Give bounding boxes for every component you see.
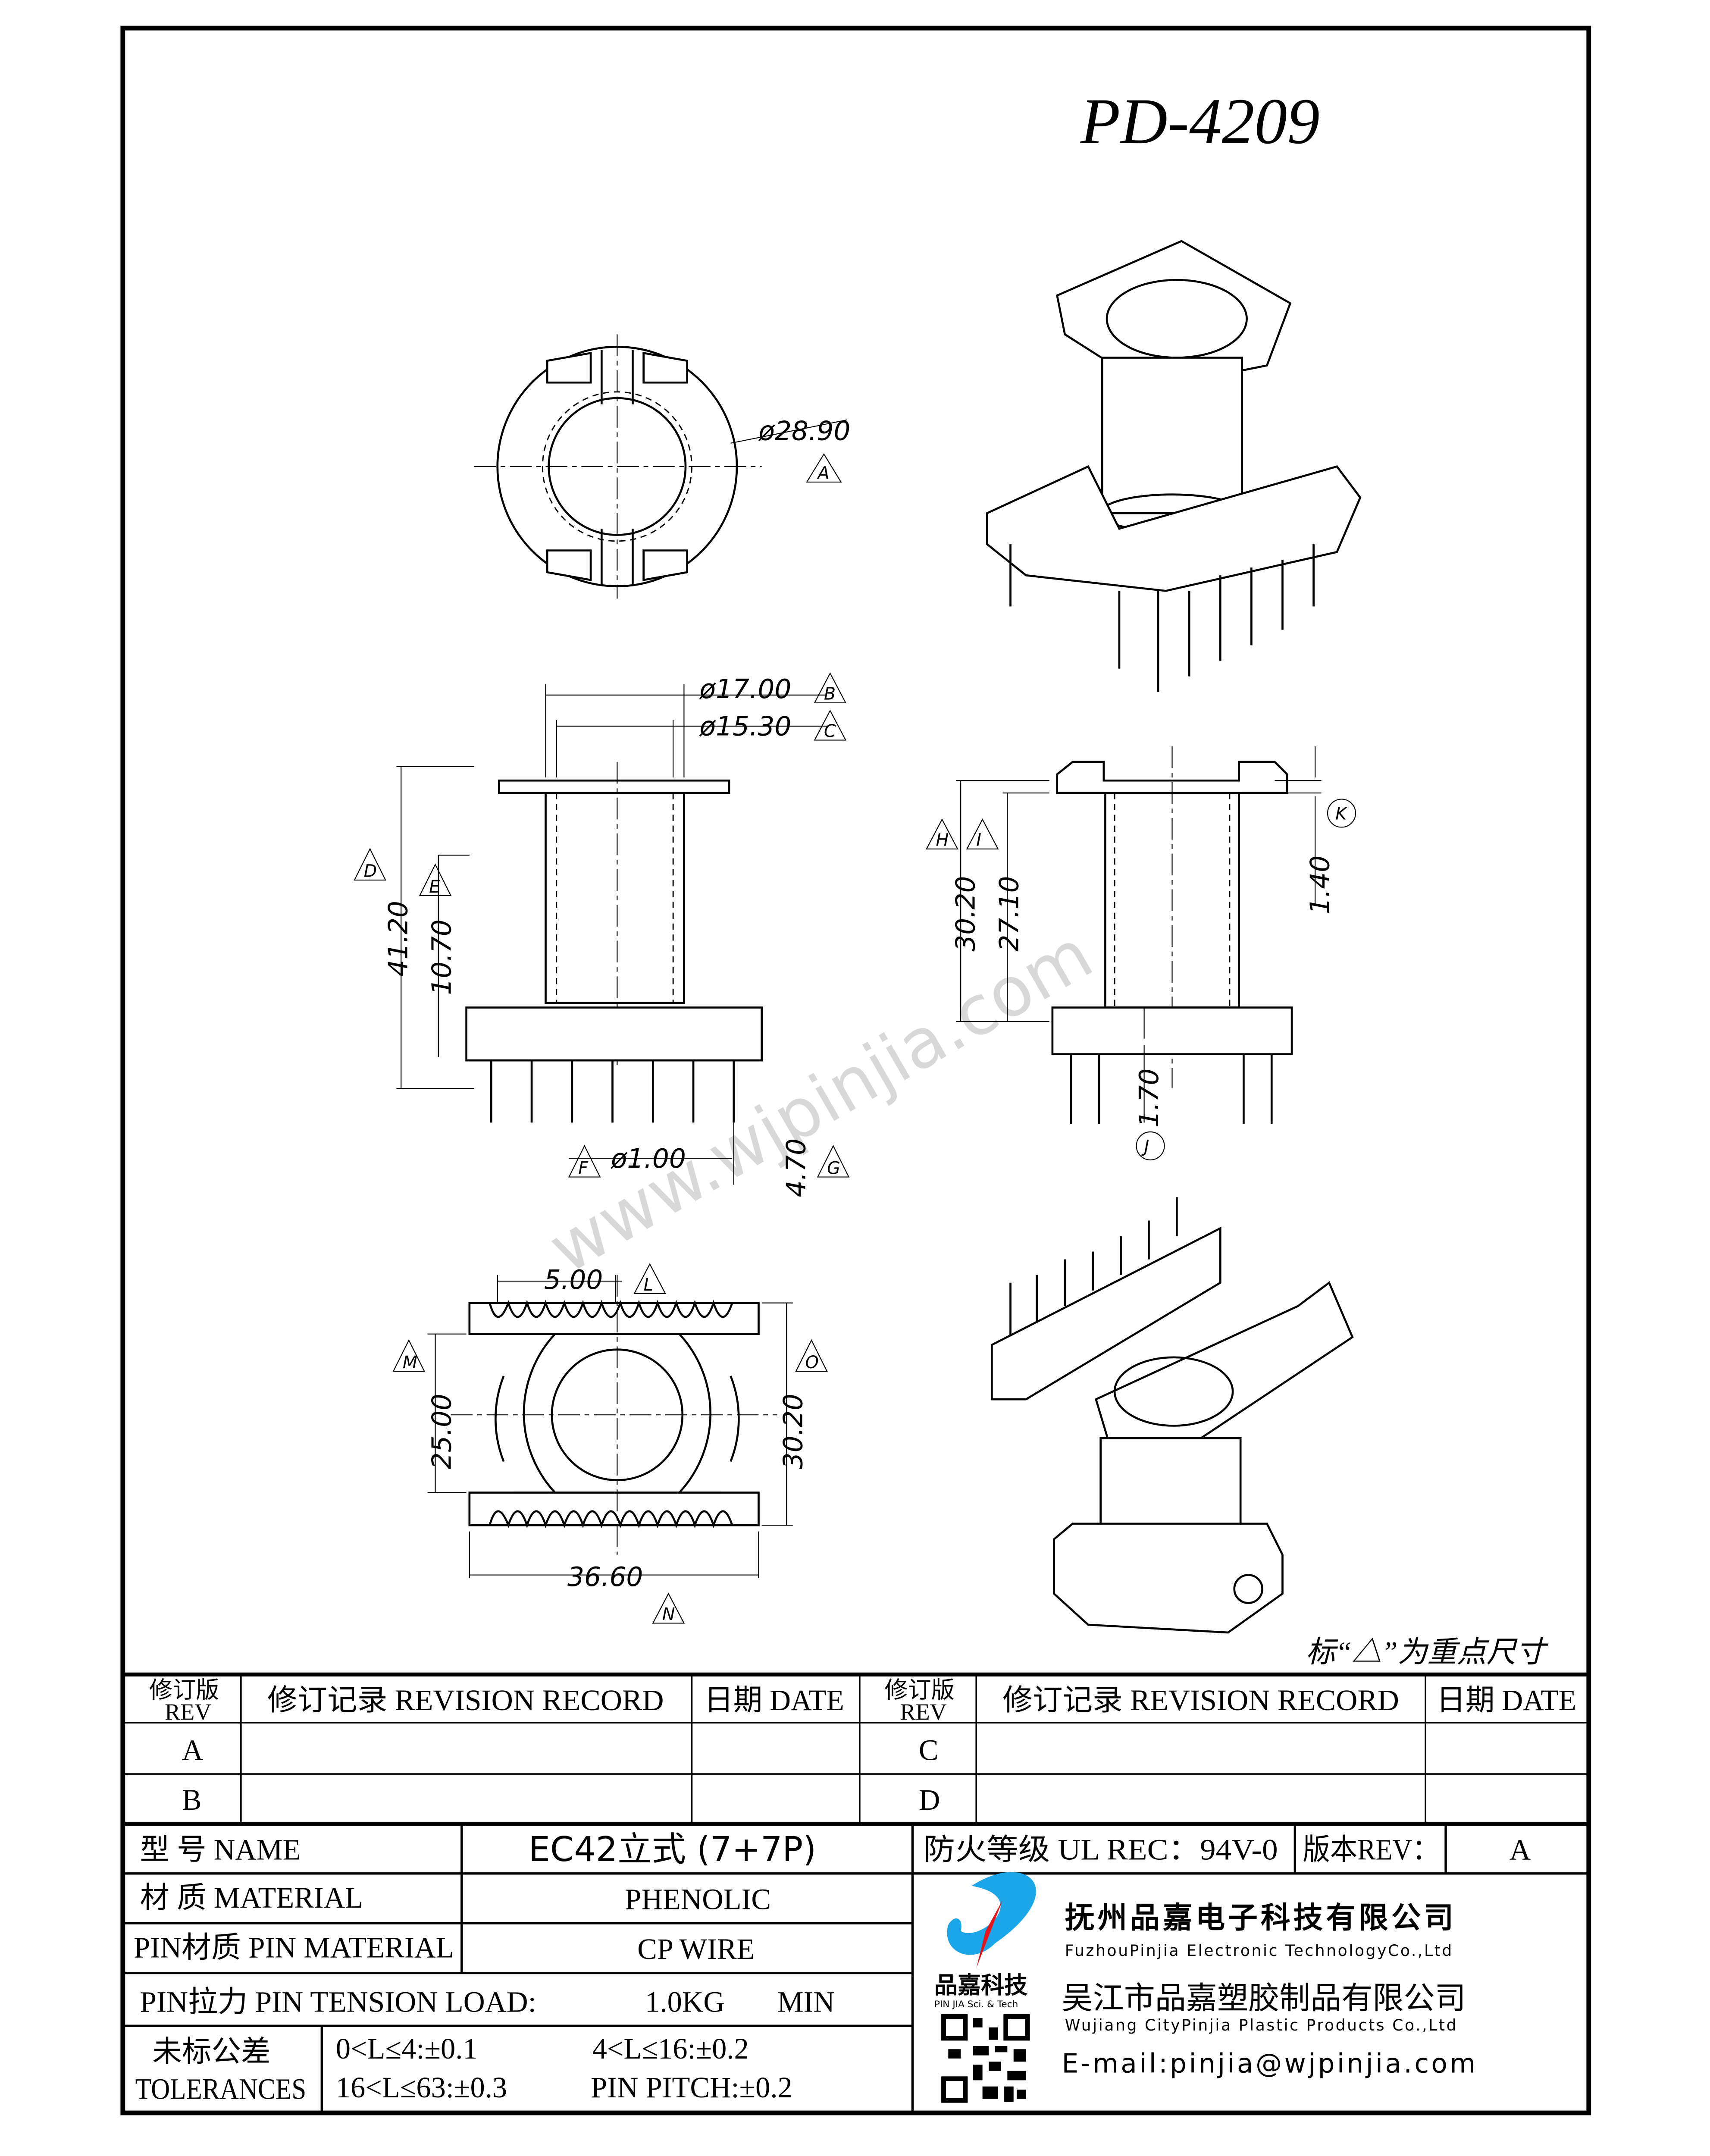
top-view: ø28.90 A	[474, 334, 850, 599]
company-info: 品嘉科技 PIN JIA Sci. & Tech 抚州品嘉电子科技有限公司 Fu…	[934, 1872, 1478, 2103]
lower-area: 标“△”为重点尺寸 修订版 REV 修订记录 REVISION RECORD 日…	[122, 1636, 1589, 2113]
material-value: PHENOLIC	[625, 1883, 771, 1916]
logo-text: 品嘉科技	[934, 1971, 1027, 1999]
rev-row-b: B	[182, 1783, 202, 1816]
rev-header-en-left: REV	[165, 1699, 211, 1725]
tolerance-2: 4<L≤16:±0.2	[592, 2032, 749, 2065]
dim-J-tag: J	[1141, 1137, 1149, 1156]
tolerance-4: PIN PITCH:±0.2	[591, 2071, 792, 2104]
dim-D-tag: D	[364, 862, 377, 881]
part-number-title: PD-4209	[1080, 85, 1320, 157]
dim-B-tag: B	[824, 684, 836, 704]
pin-material-value: CP WIRE	[637, 1933, 755, 1965]
tolerance-1: 0<L≤4:±0.1	[336, 2032, 478, 2065]
record-header-right: 修订记录 REVISION RECORD	[1003, 1684, 1399, 1717]
version-value: A	[1510, 1833, 1531, 1866]
dim-K-tag: K	[1335, 804, 1348, 824]
tolerance-label-en: TOLERANCES	[135, 2073, 307, 2106]
pin-tension-label: PIN拉力 PIN TENSION LOAD:	[140, 1986, 536, 2018]
drawing-frame	[120, 25, 1591, 2115]
pin-material-label: PIN材质 PIN MATERIAL	[134, 1931, 454, 1964]
company-name-1-cn: 抚州品嘉电子科技有限公司	[1065, 1901, 1457, 1935]
company-logo: 品嘉科技 PIN JIA Sci. & Tech	[934, 1872, 1036, 2010]
dim-E-value: 10.70	[427, 919, 457, 995]
tolerance-3: 16<L≤63:±0.3	[336, 2071, 507, 2104]
key-dimension-note: 标“△”为重点尺寸	[1306, 1636, 1549, 1668]
version-label: 版本REV：	[1303, 1833, 1439, 1866]
front-view: ø17.00 B ø15.30 C 41.20 D 10.70 E F ø1.0…	[354, 672, 850, 1197]
drawing-area: PD-4209 www.wjpinjia.com ø28.90 A ø17.00…	[354, 85, 1362, 1634]
dim-N-value: 36.60	[567, 1562, 643, 1592]
rev-row-d: D	[919, 1783, 940, 1816]
dim-C-value: ø15.30	[699, 711, 791, 742]
isometric-view-top	[986, 240, 1362, 692]
isometric-view-bottom	[990, 1197, 1354, 1634]
company-email[interactable]: E-mail:pinjia@wjpinjia.com	[1062, 2048, 1478, 2079]
side-view: 30.20 H 27.10 I 1.70 J 1.40 K	[926, 746, 1356, 1160]
rev-header-right: 修订版	[885, 1677, 955, 1703]
watermark: www.wjpinjia.com	[536, 915, 1106, 1289]
company-name-2-cn: 吴江市品嘉塑胶制品有限公司	[1062, 1980, 1466, 2016]
dim-F-tag: F	[578, 1158, 589, 1178]
dim-H-value: 30.20	[951, 876, 981, 951]
dim-K-value: 1.40	[1305, 856, 1336, 914]
dim-L-value: 5.00	[544, 1265, 603, 1295]
dim-G-tag: G	[827, 1158, 840, 1178]
dim-N-tag: N	[662, 1604, 675, 1624]
dim-D-value: 41.20	[383, 901, 414, 976]
rev-row-a: A	[182, 1734, 203, 1767]
material-label: 材 质 MATERIAL	[140, 1881, 363, 1914]
rev-row-c: C	[919, 1734, 939, 1767]
date-header-left: 日期 DATE	[704, 1684, 844, 1717]
tolerance-label: 未标公差	[152, 2035, 270, 2068]
name-label: 型 号 NAME	[140, 1833, 301, 1866]
rev-header-left: 修订版	[149, 1677, 219, 1703]
name-value: EC42立式 (7+7P)	[529, 1829, 816, 1869]
fire-rating: 防火等级 UL REC：94V-0	[924, 1833, 1278, 1866]
dim-M-value: 25.00	[427, 1394, 457, 1469]
dim-G-value: 4.70	[781, 1138, 812, 1197]
title-block-grid	[122, 1672, 1589, 2113]
company-name-2-en: Wujiang CityPinjia Plastic Products Co.,…	[1065, 2016, 1458, 2034]
pin-tension-value: 1.0KG	[645, 1986, 725, 2018]
dim-F-value: ø1.00	[611, 1144, 686, 1174]
dim-C-tag: C	[824, 721, 836, 741]
dim-B-value: ø17.00	[699, 674, 791, 705]
dim-L-tag: L	[644, 1275, 653, 1295]
bottom-view: 5.00 L 25.00 M 36.60 N 30.20 O	[392, 1263, 828, 1624]
dim-E-tag: E	[429, 877, 440, 897]
dim-J-value: 1.70	[1134, 1069, 1165, 1127]
company-name-1-en: FuzhouPinjia Electronic TechnologyCo.,Lt…	[1065, 1942, 1453, 1960]
dim-I-value: 27.10	[994, 876, 1025, 951]
dim-A-tag: A	[816, 464, 829, 483]
dim-I-tag: I	[976, 830, 981, 850]
date-header-right: 日期 DATE	[1436, 1684, 1576, 1717]
dim-M-tag: M	[403, 1353, 417, 1373]
dim-H-tag: H	[936, 830, 949, 850]
logo-subtext: PIN JIA Sci. & Tech	[934, 1999, 1018, 2010]
pin-tension-unit: MIN	[777, 1986, 835, 2018]
revision-table: 修订版 REV 修订记录 REVISION RECORD 日期 DATE 修订版…	[149, 1677, 1576, 1816]
title-block: 型 号 NAME EC42立式 (7+7P) 防火等级 UL REC：94V-0…	[134, 1829, 1531, 2106]
dim-A-value: ø28.90	[758, 416, 850, 447]
dim-O-tag: O	[805, 1353, 819, 1373]
qr-code	[941, 2014, 1030, 2103]
rev-header-en-right: REV	[900, 1699, 947, 1725]
dim-O-value: 30.20	[778, 1394, 808, 1469]
record-header-left: 修订记录 REVISION RECORD	[267, 1684, 664, 1717]
